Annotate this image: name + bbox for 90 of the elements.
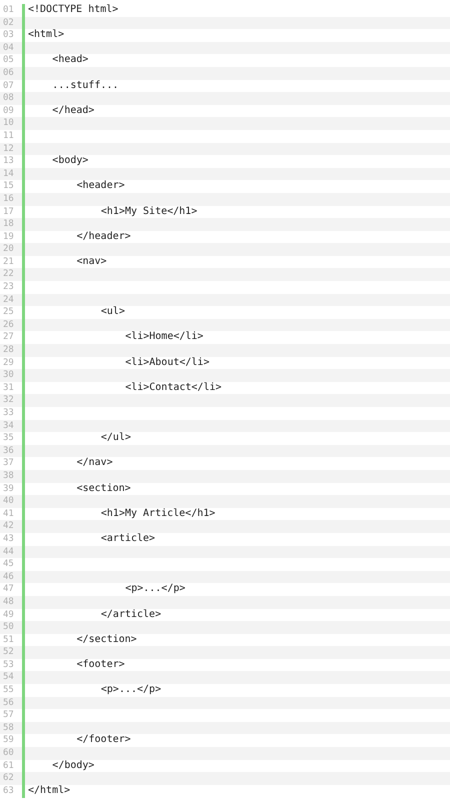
line-number: 48	[3, 596, 14, 608]
line-number: 21	[3, 256, 14, 268]
line-number: 03	[3, 29, 14, 42]
line-number: 40	[3, 495, 14, 508]
code-line: <p>...</p>	[125, 583, 186, 596]
line-number: 27	[3, 331, 14, 344]
line-number: 23	[3, 281, 14, 294]
line-number: 24	[3, 294, 14, 306]
code-line: <li>Contact</li>	[125, 382, 222, 394]
line-number: 15	[3, 180, 14, 193]
line-number: 31	[3, 382, 14, 394]
line-number: 62	[3, 772, 14, 785]
code-line: </section>	[76, 634, 137, 646]
line-number: 61	[3, 760, 14, 772]
line-number: 49	[3, 608, 14, 622]
line-number: 04	[3, 42, 14, 54]
code-line: <header>	[76, 180, 125, 193]
line-number: 11	[3, 130, 14, 143]
line-number: 50	[3, 621, 14, 634]
line-number: 45	[3, 558, 14, 571]
line-number: 05	[3, 54, 14, 67]
code-line: <html>	[28, 29, 64, 42]
line-number: 34	[3, 420, 14, 432]
line-number: 54	[3, 671, 14, 684]
line-number: 38	[3, 470, 14, 483]
code-line: </header>	[76, 230, 131, 244]
line-number: 26	[3, 318, 14, 332]
line-number: 19	[3, 230, 14, 244]
code-line: <li>About</li>	[125, 356, 210, 370]
code-line: <head>	[52, 54, 88, 67]
line-number: 39	[3, 482, 14, 496]
line-number: 57	[3, 709, 14, 722]
line-number: 53	[3, 658, 14, 672]
line-number: 58	[3, 722, 14, 734]
code-line: <p>...</p>	[100, 684, 162, 697]
code-line: <ul>	[100, 306, 125, 319]
line-number: 51	[3, 634, 14, 646]
code-line: <nav>	[76, 256, 107, 268]
line-number: 52	[3, 646, 14, 659]
line-number: 25	[3, 306, 14, 319]
line-number: 32	[3, 394, 14, 407]
line-number: 42	[3, 520, 14, 533]
code-line: <article>	[100, 532, 156, 546]
code-line: <!DOCTYPE html>	[28, 4, 118, 17]
line-number: 33	[3, 407, 14, 420]
line-number: 56	[3, 696, 14, 710]
code-line: </body>	[52, 760, 94, 772]
code-line: <h1>My Article</h1>	[100, 508, 216, 520]
line-number: 29	[3, 356, 14, 370]
line-number: 18	[3, 218, 14, 231]
line-number: 22	[3, 268, 14, 282]
line-number: 30	[3, 369, 14, 382]
line-number: 60	[3, 747, 14, 760]
line-number: 41	[3, 508, 14, 520]
line-number: 37	[3, 457, 14, 470]
line-number: 28	[3, 344, 14, 357]
code-line: </ul>	[100, 432, 131, 445]
line-number: 17	[3, 206, 14, 218]
line-number: 07	[3, 80, 14, 92]
line-number: 16	[3, 192, 14, 206]
code-line: </article>	[100, 608, 162, 622]
line-number: 35	[3, 432, 14, 445]
line-number: 20	[3, 243, 14, 256]
line-number: 09	[3, 104, 14, 118]
code-line: </head>	[52, 104, 94, 118]
line-number: 08	[3, 92, 14, 105]
line-number: 02	[3, 16, 14, 30]
code-line: </nav>	[76, 457, 113, 470]
line-number: 13	[3, 155, 14, 168]
code-line: <li>Home</li>	[125, 331, 204, 344]
code-line: ...stuff...	[52, 80, 119, 92]
code-line: </footer>	[76, 734, 131, 748]
line-number: 63	[3, 784, 14, 798]
code-line: <section>	[76, 482, 131, 496]
code-line: </html>	[28, 784, 70, 798]
line-number: 14	[3, 168, 14, 180]
code-line: <body>	[52, 155, 88, 168]
line-number: 46	[3, 570, 14, 584]
line-number: 36	[3, 444, 14, 458]
line-number: 10	[3, 117, 14, 130]
code-line: <footer>	[76, 658, 125, 672]
line-number: 59	[3, 734, 14, 748]
line-number: 06	[3, 66, 14, 80]
code-line: <h1>My Site</h1>	[100, 206, 198, 218]
line-number: 55	[3, 684, 14, 697]
line-number: 44	[3, 546, 14, 558]
line-number: 01	[3, 4, 14, 17]
line-number: 43	[3, 532, 14, 546]
line-number: 12	[3, 142, 14, 156]
line-number: 47	[3, 583, 14, 596]
